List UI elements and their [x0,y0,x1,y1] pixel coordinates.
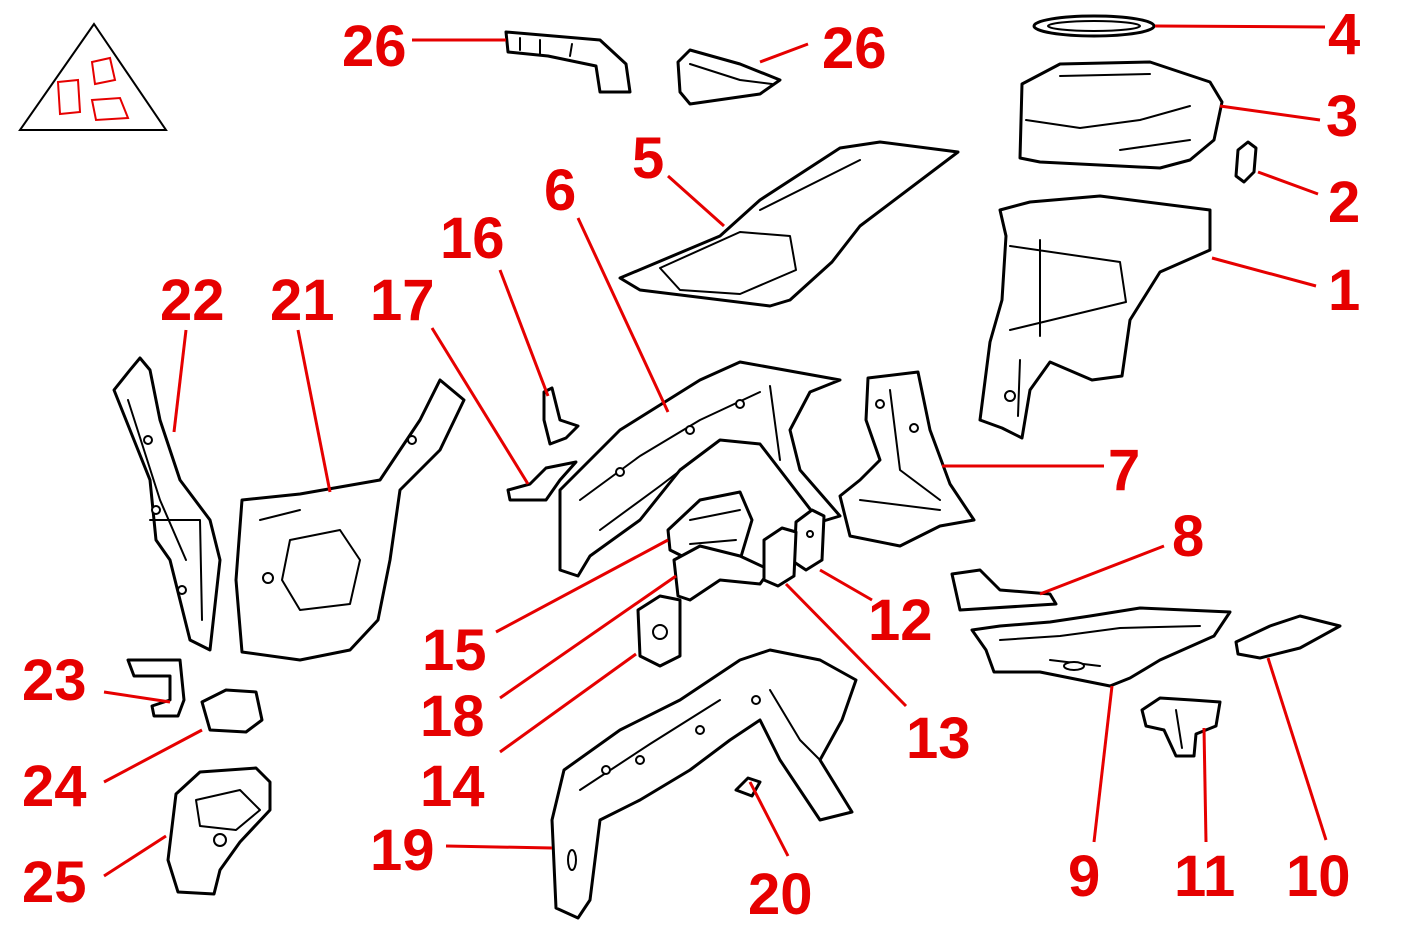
callout-18: 18 [420,684,485,749]
part-14-mount [636,594,682,668]
callout-11: 11 [1174,844,1235,909]
part-5-floor-panel [618,140,960,308]
part-13-bracket [762,526,798,588]
leader-4 [1154,24,1326,29]
callout-26-left: 26 [342,14,407,79]
leader-21 [296,329,332,493]
callout-14: 14 [420,754,485,819]
leader-12 [819,568,873,602]
callout-10: 10 [1286,844,1351,909]
part-22-a-pillar [112,356,222,652]
leader-14 [499,652,637,754]
callout-22: 22 [160,268,225,333]
part-3-strut-tower-cover [1018,60,1224,170]
callout-25: 25 [22,850,87,915]
leader-3 [1219,104,1321,122]
callout-labels: 26 26 4 3 2 1 5 6 7 8 9 10 11 12 13 14 1… [22,2,1360,927]
leader-9 [1092,685,1114,843]
leader-lines [103,24,1328,878]
callout-17: 17 [370,268,435,333]
leader-8 [1039,544,1165,596]
callout-7: 7 [1108,438,1140,503]
leader-2 [1257,170,1319,196]
part-25-plate [166,766,272,896]
callout-21: 21 [270,268,335,333]
callout-12: 12 [868,588,933,653]
callout-1: 1 [1328,258,1360,323]
part-4-gasket-ring [1032,14,1156,38]
part-9-floor-support [970,606,1232,688]
leader-20 [748,781,790,857]
leader-22 [172,329,188,433]
leader-13 [784,582,908,708]
leader-24 [103,728,203,784]
part-15-cross-member [666,490,754,562]
part-2-small-bracket [1234,140,1258,184]
part-19-side-rail [550,648,858,920]
part-18-bracket [672,544,772,602]
part-24-bracket [200,688,264,734]
callout-3: 3 [1326,84,1358,149]
callout-5: 5 [632,126,664,191]
part-1-wheelhouse [978,194,1212,440]
callout-16: 16 [440,206,505,271]
part-26-left-bracket [504,30,632,94]
part-7-strut-support [838,370,976,548]
part-8-bracket [950,568,1058,612]
part-26-right-bracket [676,48,782,106]
part-10-bracket [1234,614,1342,660]
callout-2: 2 [1328,170,1360,235]
callout-15: 15 [422,618,487,683]
leader-18 [499,574,677,700]
leader-26b [759,42,809,64]
callout-13: 13 [906,706,971,771]
leader-17 [430,327,530,485]
part-12-bracket [792,508,826,572]
leader-15 [495,538,669,634]
leader-16 [498,269,550,397]
callout-24: 24 [22,754,87,819]
leader-6 [576,217,670,413]
part-23-bracket [126,658,186,718]
exploded-body-panels-triangle-icon [18,22,168,131]
callout-4: 4 [1328,2,1360,67]
callout-19: 19 [370,818,435,883]
callout-23: 23 [22,648,87,713]
callout-26-right: 26 [822,16,887,81]
callout-20: 20 [748,862,813,927]
leader-5 [667,174,725,228]
callout-8: 8 [1172,504,1204,569]
leader-10 [1266,657,1328,841]
leader-1 [1211,256,1317,288]
leader-19 [445,844,553,850]
callout-6: 6 [544,158,576,223]
callout-9: 9 [1068,844,1100,909]
part-17-bracket [506,460,578,502]
part-16-gusset [542,386,580,446]
leader-23 [103,690,171,704]
part-11-mount [1140,696,1222,758]
part-21-inner-fender-panel [234,378,466,662]
leader-25 [103,834,167,878]
part-6-frame-rail [558,360,842,578]
leader-11 [1202,727,1208,843]
